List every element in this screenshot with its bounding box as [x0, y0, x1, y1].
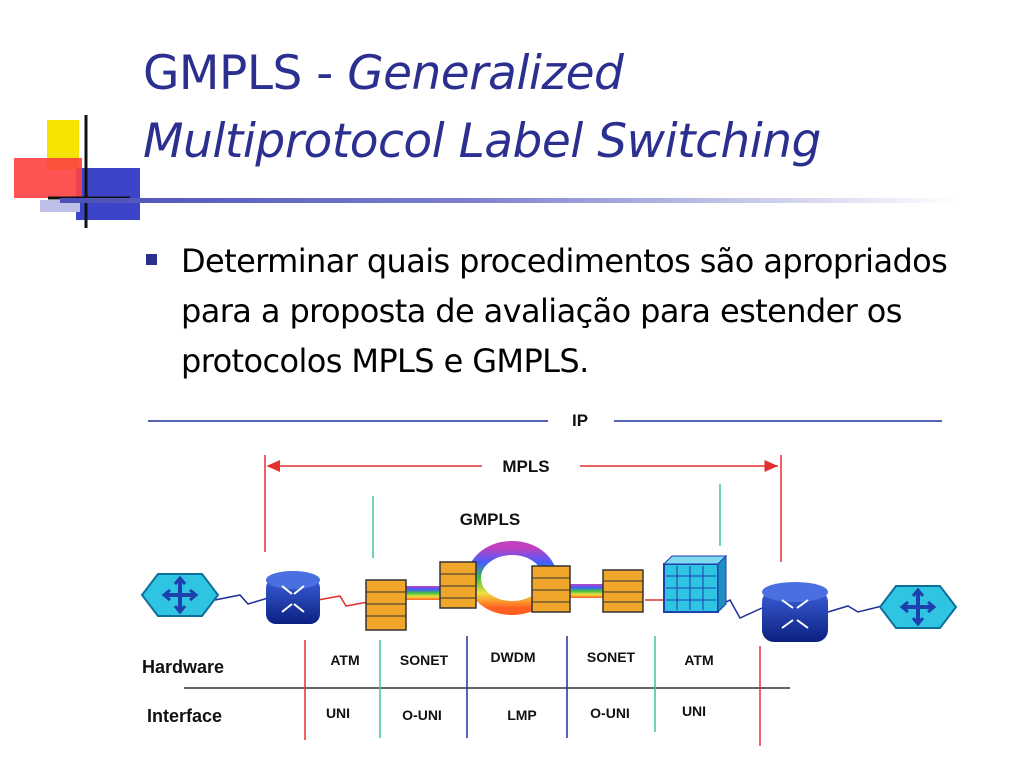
- hardware-cell: SONET: [587, 649, 636, 665]
- sonet-switch-icon: [531, 565, 571, 613]
- ip-router-icon: [878, 585, 958, 629]
- bullet-text: Determinar quais procedimentos são aprop…: [181, 242, 948, 380]
- title-plain: GMPLS -: [143, 46, 348, 101]
- corner-decoration: [14, 115, 140, 228]
- ip-router-icon: [140, 573, 220, 617]
- bullet-marker-icon: [146, 254, 157, 265]
- interface-cell: O-UNI: [590, 705, 630, 721]
- row-label-interface: Interface: [147, 706, 222, 726]
- atm-switch-icon: [662, 554, 728, 614]
- hardware-cell: DWDM: [490, 649, 535, 665]
- interface-cell: UNI: [326, 705, 350, 721]
- mpls-router-icon: [762, 582, 828, 642]
- title-underline: [60, 198, 960, 203]
- hardware-cell: ATM: [330, 652, 359, 668]
- hardware-cell: SONET: [400, 652, 449, 668]
- hardware-cell: ATM: [684, 652, 713, 668]
- mpls-label: MPLS: [502, 457, 549, 476]
- interface-cell: O-UNI: [402, 707, 442, 723]
- sonet-switch-icon: [365, 579, 407, 631]
- title-italic-2: Multiprotocol Label Switching: [143, 114, 821, 169]
- interface-cell: LMP: [507, 707, 537, 723]
- sonet-switch-icon: [602, 569, 644, 613]
- ip-label: IP: [572, 411, 588, 430]
- mpls-router-icon: [266, 571, 320, 624]
- sonet-switch-icon: [439, 561, 477, 609]
- interface-cell: UNI: [682, 703, 706, 719]
- row-label-hardware: Hardware: [142, 657, 224, 677]
- gmpls-diagram: IP MPLS GMPLS: [140, 411, 958, 746]
- title-italic-1: Generalized: [347, 46, 624, 101]
- gmpls-label: GMPLS: [460, 510, 520, 529]
